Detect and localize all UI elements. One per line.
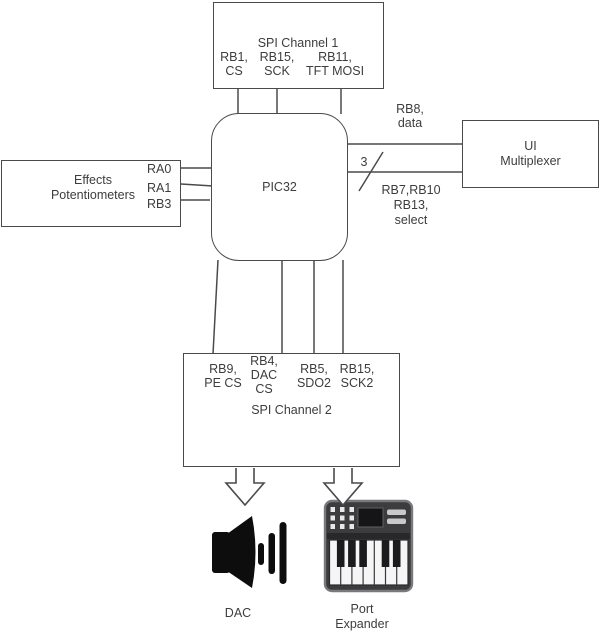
block-ui-multiplexer: UI Multiplexer: [462, 120, 599, 188]
spi1-pin-rb15-sck: RB15, SCK: [259, 50, 295, 78]
spi2-pin-rb15-sck2: RB15, SCK2: [339, 362, 375, 390]
port-expander-label: Port Expander: [335, 602, 389, 631]
block-effects-potentiometers: [1, 160, 181, 227]
effects-pin-rb3: RB3: [147, 197, 172, 211]
block-spi-channel-1: [213, 2, 384, 89]
wire-ra1: [180, 183, 214, 187]
display-screen: [357, 507, 384, 528]
spi2-pin-rb4-daccs: RB4, DAC CS: [250, 354, 278, 396]
spi2-pin-rb5-sdo2: RB5, SDO2: [296, 362, 332, 390]
bus-width-label: 3: [360, 155, 368, 169]
dac-label: DAC: [224, 606, 252, 620]
arrow-to-dac: [224, 468, 266, 507]
spi-channel-2-title: SPI Channel 2: [251, 403, 332, 417]
ui-multiplexer-title: UI Multiplexer: [500, 139, 561, 168]
bus-width-slash: [358, 151, 384, 192]
spi1-pin-rb1-cs: RB1, CS: [220, 50, 248, 78]
dac-speaker-icon: [212, 516, 287, 588]
wire-group: [180, 89, 463, 355]
spi-channel-1-title: SPI Channel 1: [257, 36, 339, 50]
effects-potentiometers-title: Effects Potentiometers: [50, 173, 136, 202]
spi2-pin-rb9-pecs: RB9, PE CS: [204, 362, 242, 390]
block-pic32: PIC32: [211, 113, 348, 261]
wire-label-rb8-data: RB8, data: [396, 102, 424, 130]
effects-pin-ra1: RA1: [147, 181, 172, 195]
wire-label-select: RB7,RB10 RB13, select: [381, 183, 441, 227]
spi1-pin-rb11-mosi: RB11, TFT MOSI: [305, 50, 365, 78]
pic32-title: PIC32: [262, 180, 297, 194]
arrow-to-port-expander: [322, 468, 364, 507]
effects-pin-ra0: RA0: [147, 162, 172, 176]
arrow-group: [224, 468, 364, 507]
block-spi-channel-2: [183, 353, 400, 467]
port-expander-icon: [323, 499, 414, 593]
wire-spi2-a: [212, 259, 219, 355]
